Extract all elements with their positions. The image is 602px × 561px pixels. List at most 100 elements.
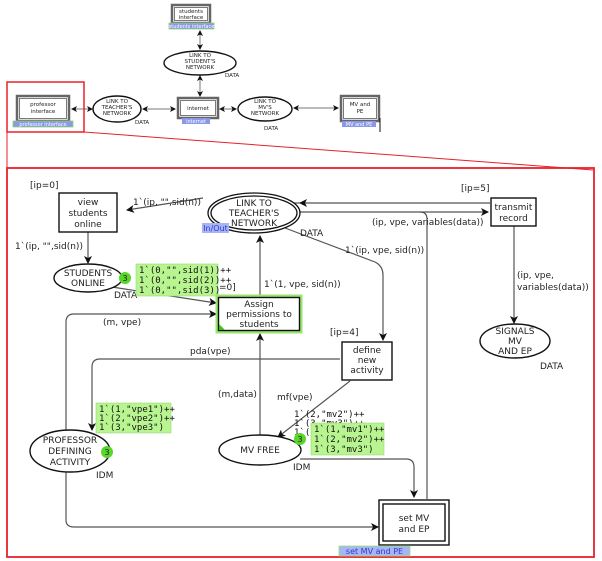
- label: view: [78, 198, 99, 208]
- signals-mv-ep-place[interactable]: SIGNALS MV AND EP DATA: [479, 323, 564, 372]
- marking-line: 1`(3,"vpe3"): [99, 422, 164, 433]
- guard-label: [ip=0]: [30, 181, 59, 191]
- label: NETWORK: [186, 65, 215, 71]
- arc-link-to-view: [126, 197, 204, 213]
- arc-label-mvfree-to-assign: (m,data): [218, 390, 257, 400]
- define-new-activity-transition[interactable]: [ip=4] define new activity: [330, 328, 393, 381]
- token-count-badge[interactable]: [119, 272, 131, 284]
- initial-marking-line: 1`(2,"mv2")++: [294, 409, 365, 420]
- label: transmit: [495, 203, 533, 213]
- label: define: [353, 346, 382, 356]
- label: PROFESSOR: [43, 436, 97, 446]
- label: ACTIVITY: [50, 458, 91, 468]
- arc-label-transmit-to-link: (ip, vpe, variables(data)): [372, 218, 484, 228]
- token-count-badge[interactable]: [294, 433, 306, 445]
- initial-marking-line: 1`(: [294, 427, 310, 438]
- professor-defining-activity-place[interactable]: PROFESSOR DEFINING ACTIVITY IDM 3: [29, 429, 113, 481]
- professor-interface-substitution[interactable]: professor interface professor interface: [12, 94, 74, 128]
- detail-frame: [6, 167, 595, 558]
- arc-label-define-to-professor: pda(vpe): [190, 347, 231, 357]
- label: LINK TO: [189, 53, 212, 59]
- arc-label-assign-to-link: 1`(1, vpe, sid(n)): [264, 279, 341, 290]
- students-online-marking: 1`(0,"",sid(1))++ 1`(0,"",sid(2))++ 1`(0…: [135, 263, 232, 297]
- arc-label-professor-to-assign: (m, vpe): [103, 318, 141, 328]
- set-mv-ep-substitution[interactable]: set MV and EP set MV and PE: [338, 499, 450, 557]
- label: permissions to: [226, 310, 292, 320]
- internet-substitution[interactable]: internet internet: [176, 96, 220, 125]
- assign-permissions-transition[interactable]: Assign permissions to students: [215, 294, 303, 334]
- arc-label-link-to-view: 1`(ip, "",sid(n)): [133, 197, 201, 208]
- label: PE: [357, 109, 364, 115]
- label: LINK TO: [106, 99, 129, 105]
- label: Assign: [244, 300, 273, 310]
- arc-link-to-define: [284, 227, 387, 341]
- marking-line: 1`(1,"mv1")++: [314, 424, 385, 435]
- students-interface-label-2: interface: [179, 15, 204, 21]
- marking-line: 1`(0,"",sid(3)): [139, 285, 220, 296]
- colorset-label: DATA: [225, 73, 239, 79]
- students-interface-label-1: students: [179, 9, 203, 15]
- link-teachers-network-overview-place[interactable]: LINK TO TEACHER'S NETWORK DATA: [92, 95, 149, 126]
- marking-line: 1`(0,"",sid(1))++: [139, 265, 232, 276]
- label: MV'S: [258, 105, 272, 111]
- mv-free-marking: 1`(1,"mv1")++ 1`(2,"mv2")++ 1`(3,"mv3"): [310, 422, 385, 456]
- professor-defining-activity-marking: 1`(1,"vpe1")++ 1`(2,"vpe2")++ 1`(3,"vpe3…: [95, 402, 175, 434]
- students-interface-substitution[interactable]: students interface students interface: [168, 3, 215, 30]
- arc-label-view-to-online: 1`(ip, "",sid(n)): [15, 241, 83, 252]
- token-count: 3: [104, 448, 109, 457]
- label: professor: [30, 102, 56, 108]
- link-teachers-network-port-place[interactable]: LINK TO TEACHER'S NETWORK In/Out DATA: [202, 192, 324, 239]
- arc-define-to-professor: [88, 358, 340, 431]
- selection-highlight-box: [6, 81, 85, 133]
- arc-professor-to-setmv: [65, 519, 379, 531]
- label: TEACHER'S: [228, 209, 280, 219]
- marking-line: 1`(1,"vpe1")++: [99, 404, 175, 415]
- zoom-guide-right: [83, 131, 594, 171]
- token-count: 3: [122, 274, 127, 283]
- label: NETWORK: [231, 219, 278, 229]
- label: DEFINING: [48, 447, 92, 457]
- label: online: [74, 220, 102, 230]
- label: STUDENT'S: [184, 59, 216, 65]
- arc-label-transmit-to-signals-2: variables(data)): [517, 283, 589, 293]
- label: TEACHER'S: [101, 105, 133, 111]
- marking-line: 1`(2,"mv2")++: [314, 434, 385, 445]
- mv-free-place[interactable]: MV FREE IDM 3: [218, 433, 310, 473]
- label: ONLINE: [71, 279, 105, 289]
- port-tag[interactable]: In/Out: [203, 224, 228, 233]
- marking-line: 1`(2,"vpe2")++: [99, 413, 175, 424]
- label: MV and: [350, 102, 371, 108]
- label: AND EP: [498, 347, 532, 357]
- internet-tag[interactable]: internet: [186, 119, 206, 125]
- label: interface: [31, 109, 56, 115]
- label: students: [68, 209, 107, 219]
- label: new: [358, 356, 377, 366]
- colorset-label: DATA: [135, 120, 149, 126]
- assign-guard-label: =0]: [219, 283, 236, 293]
- token-count: 3: [297, 435, 302, 444]
- guard-label: [ip=4]: [330, 328, 359, 338]
- view-students-online-transition[interactable]: [ip=0] view students online: [30, 181, 118, 233]
- label: set MV: [399, 514, 430, 524]
- label: and EP: [399, 525, 430, 535]
- link-mvs-network-place[interactable]: LINK TO MV'S NETWORK DATA: [237, 96, 293, 132]
- students-online-place[interactable]: STUDENTS ONLINE DATA 3: [53, 263, 138, 301]
- colorset-label: IDM: [293, 463, 310, 473]
- colorset-label: DATA: [114, 291, 138, 301]
- label: internet: [187, 106, 210, 112]
- label: NETWORK: [103, 111, 132, 117]
- link-students-network-place[interactable]: LINK TO STUDENT'S NETWORK DATA: [163, 50, 239, 79]
- arc-define-to-mvfree: [277, 380, 351, 438]
- mv-and-pe-substitution[interactable]: MV and PE MV and PE: [339, 94, 381, 128]
- arc-mvfree-to-setmv: [300, 458, 418, 498]
- token-count-badge[interactable]: [101, 446, 113, 458]
- students-interface-tag[interactable]: students interface: [169, 24, 215, 30]
- professor-interface-tag[interactable]: professor interface: [19, 122, 66, 128]
- label: activity: [350, 366, 384, 376]
- set-mv-ep-tag[interactable]: set MV and PE: [346, 547, 403, 556]
- transmit-record-transition[interactable]: [ip=5] transmit record: [461, 184, 537, 227]
- arc-label-define-to-mvfree: mf(vpe): [277, 393, 313, 403]
- arc-label-link-to-define: 1`(ip, vpe, sid(n)): [345, 245, 424, 256]
- mv-and-pe-tag[interactable]: MV and PE: [346, 122, 373, 128]
